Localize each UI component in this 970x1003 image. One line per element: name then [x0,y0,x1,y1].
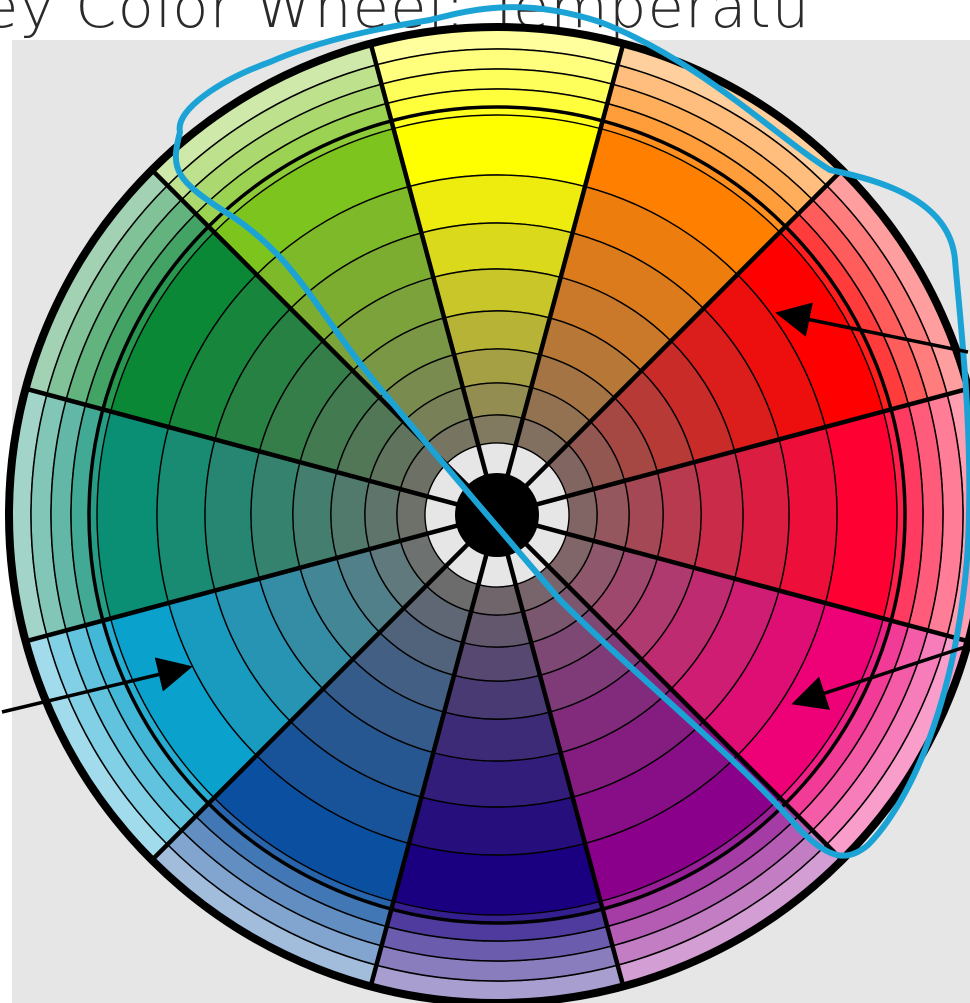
shade-band [444,675,550,719]
shade-band [454,349,540,387]
shade-band [454,643,540,681]
shade-band [365,481,400,549]
shade-band [463,383,531,418]
shade-band [293,462,337,568]
shade-band [331,472,369,558]
shade-band [625,472,663,558]
shade-band [463,612,531,647]
shade-band [657,462,701,568]
center-dot [455,473,539,557]
shade-band [594,481,629,549]
shade-band [444,311,550,355]
